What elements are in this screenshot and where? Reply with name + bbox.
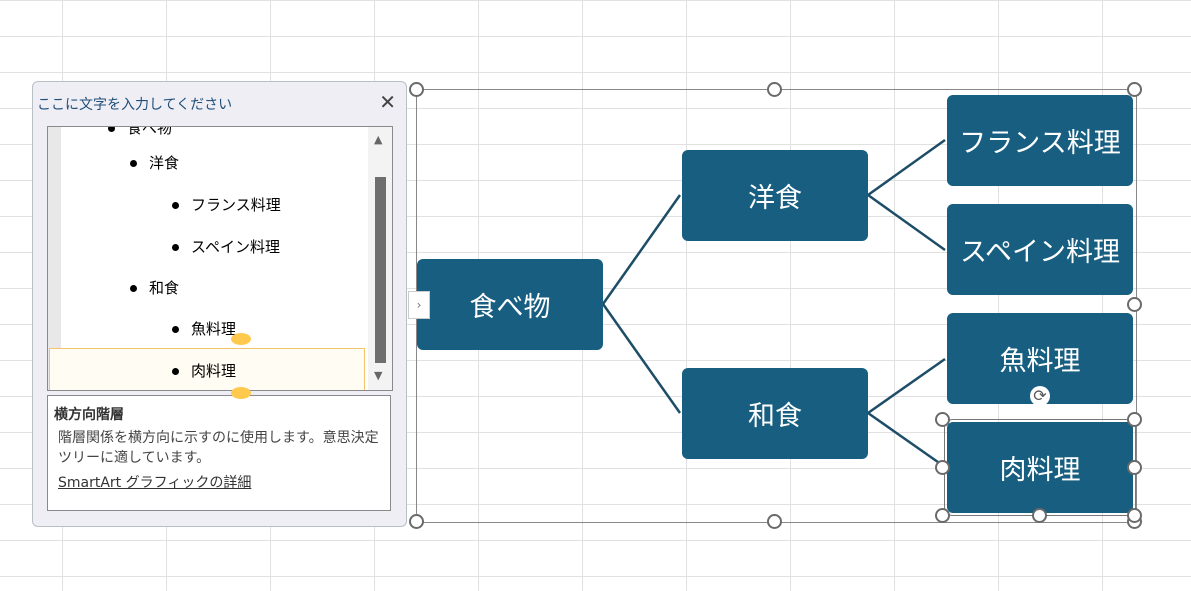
text-list[interactable]: 食べ物 洋食 フランス料理 スペイン料理 和食 魚料理 肉料理 ▲ ▼	[47, 126, 393, 391]
connector-line	[867, 357, 946, 469]
list-item-selected[interactable]: 肉料理	[172, 360, 236, 381]
smartart-details-link[interactable]: SmartArt グラフィックの詳細	[58, 475, 252, 491]
node-spanish[interactable]: スペイン料理	[947, 204, 1133, 295]
scroll-thumb[interactable]	[375, 177, 386, 363]
list-item[interactable]: フランス料理	[172, 194, 281, 215]
text-pane-toggle[interactable]: ›	[408, 291, 430, 319]
resize-handle[interactable]	[409, 82, 424, 97]
text-pane: ここに文字を入力してください ✕ 食べ物 洋食 フランス料理 スペイン料理 和食…	[32, 81, 407, 527]
layout-description: 階層関係を横方向に示すのに使用します。意思決定ツリーに適しています。	[58, 430, 379, 466]
shape-handle[interactable]	[935, 412, 950, 427]
shape-handle[interactable]	[1032, 508, 1047, 523]
list-item[interactable]: 洋食	[130, 152, 179, 173]
connector-line	[867, 138, 946, 252]
list-item[interactable]: 食べ物	[108, 127, 172, 138]
shape-handle[interactable]	[935, 460, 950, 475]
shape-handle[interactable]	[1127, 412, 1142, 427]
node-root[interactable]: 食べ物	[417, 259, 603, 350]
pane-title: ここに文字を入力してください	[37, 97, 233, 113]
resize-handle[interactable]	[767, 82, 782, 97]
node-western[interactable]: 洋食	[682, 150, 868, 241]
gutter	[48, 127, 61, 390]
scrollbar[interactable]: ▲ ▼	[368, 127, 392, 390]
resize-handle[interactable]	[1127, 297, 1142, 312]
insertion-marker-icon	[231, 333, 251, 345]
node-french[interactable]: フランス料理	[947, 95, 1133, 186]
close-icon[interactable]: ✕	[379, 90, 396, 114]
shape-handle[interactable]	[1127, 460, 1142, 475]
shape-handle[interactable]	[1127, 508, 1142, 523]
shape-handle[interactable]	[935, 508, 950, 523]
list-item[interactable]: スペイン料理	[172, 236, 280, 257]
list-item[interactable]: 和食	[130, 277, 179, 298]
resize-handle[interactable]	[767, 514, 782, 529]
selected-row	[49, 348, 365, 390]
resize-handle[interactable]	[409, 514, 424, 529]
resize-handle[interactable]	[1127, 82, 1142, 97]
scroll-up-icon[interactable]: ▲	[374, 133, 383, 146]
node-japanese[interactable]: 和食	[682, 368, 868, 459]
list-item[interactable]: 魚料理	[172, 318, 236, 339]
rotate-icon[interactable]: ⟳	[1030, 386, 1050, 406]
scroll-down-icon[interactable]: ▼	[374, 369, 383, 382]
node-meat[interactable]: 肉料理	[944, 419, 1136, 516]
connector-line	[601, 194, 682, 414]
insertion-marker-icon	[231, 387, 251, 399]
layout-name: 横方向階層	[54, 407, 124, 423]
description-box: 横方向階層 階層関係を横方向に示すのに使用します。意思決定ツリーに適しています。…	[47, 395, 391, 511]
